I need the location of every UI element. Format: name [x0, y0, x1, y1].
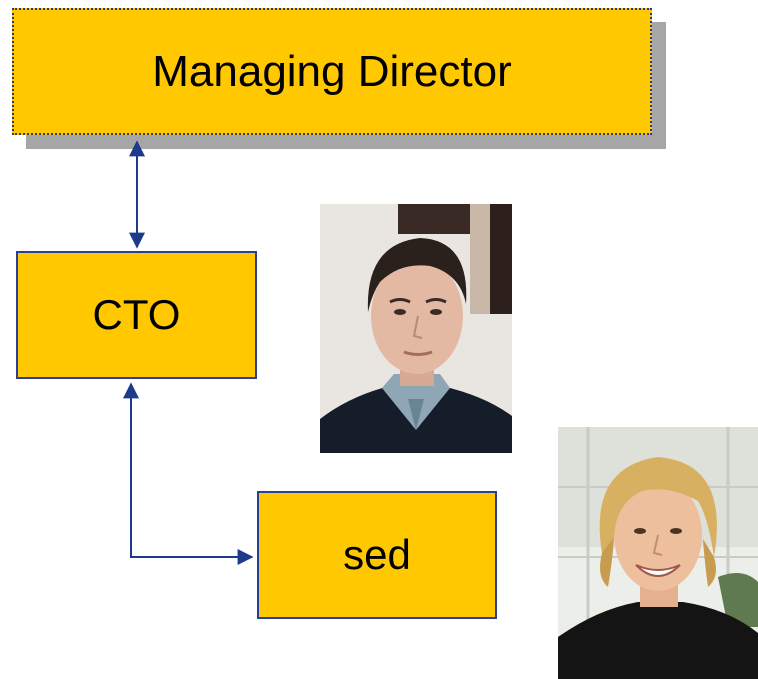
cto-node: CTO	[16, 251, 257, 379]
sed-node: sed	[257, 491, 497, 619]
managing-director-node: Managing Director	[12, 8, 652, 135]
managing-director-label: Managing Director	[152, 46, 512, 96]
portrait-photo-2	[558, 427, 758, 679]
cto-label: CTO	[92, 291, 181, 338]
portrait-photo-1	[320, 204, 512, 453]
sed-label: sed	[343, 531, 411, 578]
edge-cto-sed	[123, 382, 254, 565]
